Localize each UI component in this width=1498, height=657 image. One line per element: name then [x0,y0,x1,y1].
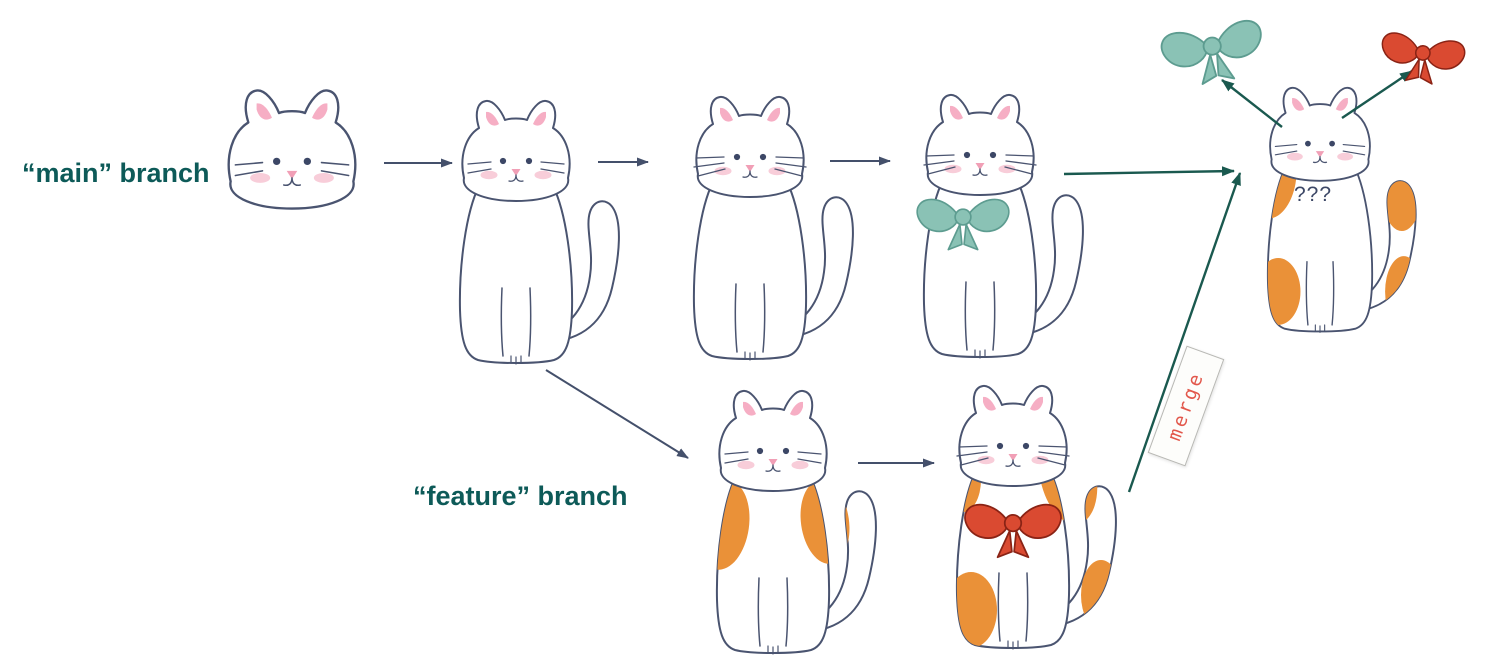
red-bow-option-icon [1376,30,1467,89]
main-branch-label: “main” branch [22,158,210,188]
main-commit-4-cat-teal-bow [916,95,1083,358]
arrow-conflict-teal-bow [1221,79,1283,128]
merge-conflict-question: ??? [1293,183,1333,206]
main-commit-1-cat-head [229,90,356,208]
arrow-conflict-red-bow [1341,70,1413,119]
feature-branch-label: “feature” branch [413,481,628,511]
teal-bow-option-icon [1158,17,1269,91]
feature-commit-1-cat-orange-patches [691,391,876,654]
arrow-branch-off [545,369,689,459]
arrow-merge-up [1127,172,1242,493]
feature-commit-2-cat-red-bow [945,386,1121,649]
main-commit-3-cat-whiskers [694,97,853,360]
merged-cat [1245,88,1423,333]
main-commit-2-cat-body [460,101,619,364]
arrow-main-to-merge [1063,166,1235,177]
